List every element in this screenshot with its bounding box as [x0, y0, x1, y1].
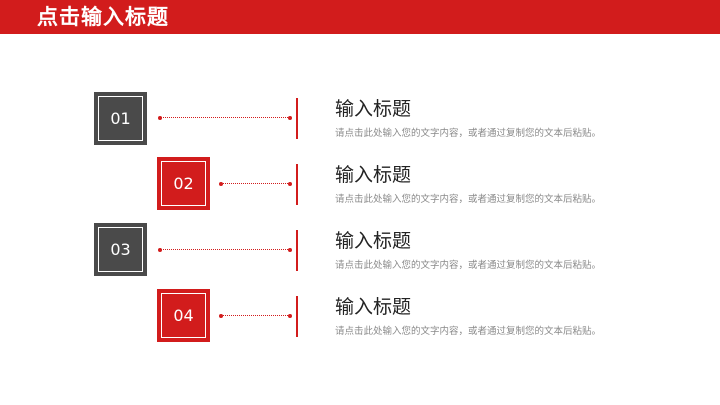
dotted-connector — [221, 315, 290, 316]
number-box-03: 03 — [94, 223, 147, 276]
number-label: 04 — [161, 293, 206, 338]
item-description[interactable]: 请点击此处输入您的文字内容，或者通过复制您的文本后粘贴。 — [335, 326, 602, 337]
header-bar: 点击输入标题 — [0, 0, 720, 34]
number-box-01: 01 — [94, 92, 147, 145]
connector-dot-end — [288, 314, 292, 318]
page-title[interactable]: 点击输入标题 — [37, 5, 169, 29]
connector-dot-start — [219, 182, 223, 186]
vertical-divider — [296, 98, 298, 139]
dotted-connector — [160, 117, 290, 118]
number-label: 02 — [161, 161, 206, 206]
connector-dot-end — [288, 248, 292, 252]
dotted-connector — [160, 249, 290, 250]
number-label: 03 — [98, 227, 143, 272]
item-title[interactable]: 输入标题 — [335, 98, 412, 120]
vertical-divider — [296, 230, 298, 271]
dotted-connector — [221, 183, 290, 184]
vertical-divider — [296, 164, 298, 205]
item-title[interactable]: 输入标题 — [335, 230, 412, 252]
number-label: 01 — [98, 96, 143, 141]
item-description[interactable]: 请点击此处输入您的文字内容，或者通过复制您的文本后粘贴。 — [335, 128, 602, 139]
vertical-divider — [296, 296, 298, 337]
item-title[interactable]: 输入标题 — [335, 296, 412, 318]
connector-dot-start — [158, 248, 162, 252]
number-box-04: 04 — [157, 289, 210, 342]
connector-dot-start — [219, 314, 223, 318]
item-title[interactable]: 输入标题 — [335, 164, 412, 186]
connector-dot-end — [288, 182, 292, 186]
connector-dot-start — [158, 116, 162, 120]
item-description[interactable]: 请点击此处输入您的文字内容，或者通过复制您的文本后粘贴。 — [335, 260, 602, 271]
connector-dot-end — [288, 116, 292, 120]
number-box-02: 02 — [157, 157, 210, 210]
item-description[interactable]: 请点击此处输入您的文字内容，或者通过复制您的文本后粘贴。 — [335, 194, 602, 205]
